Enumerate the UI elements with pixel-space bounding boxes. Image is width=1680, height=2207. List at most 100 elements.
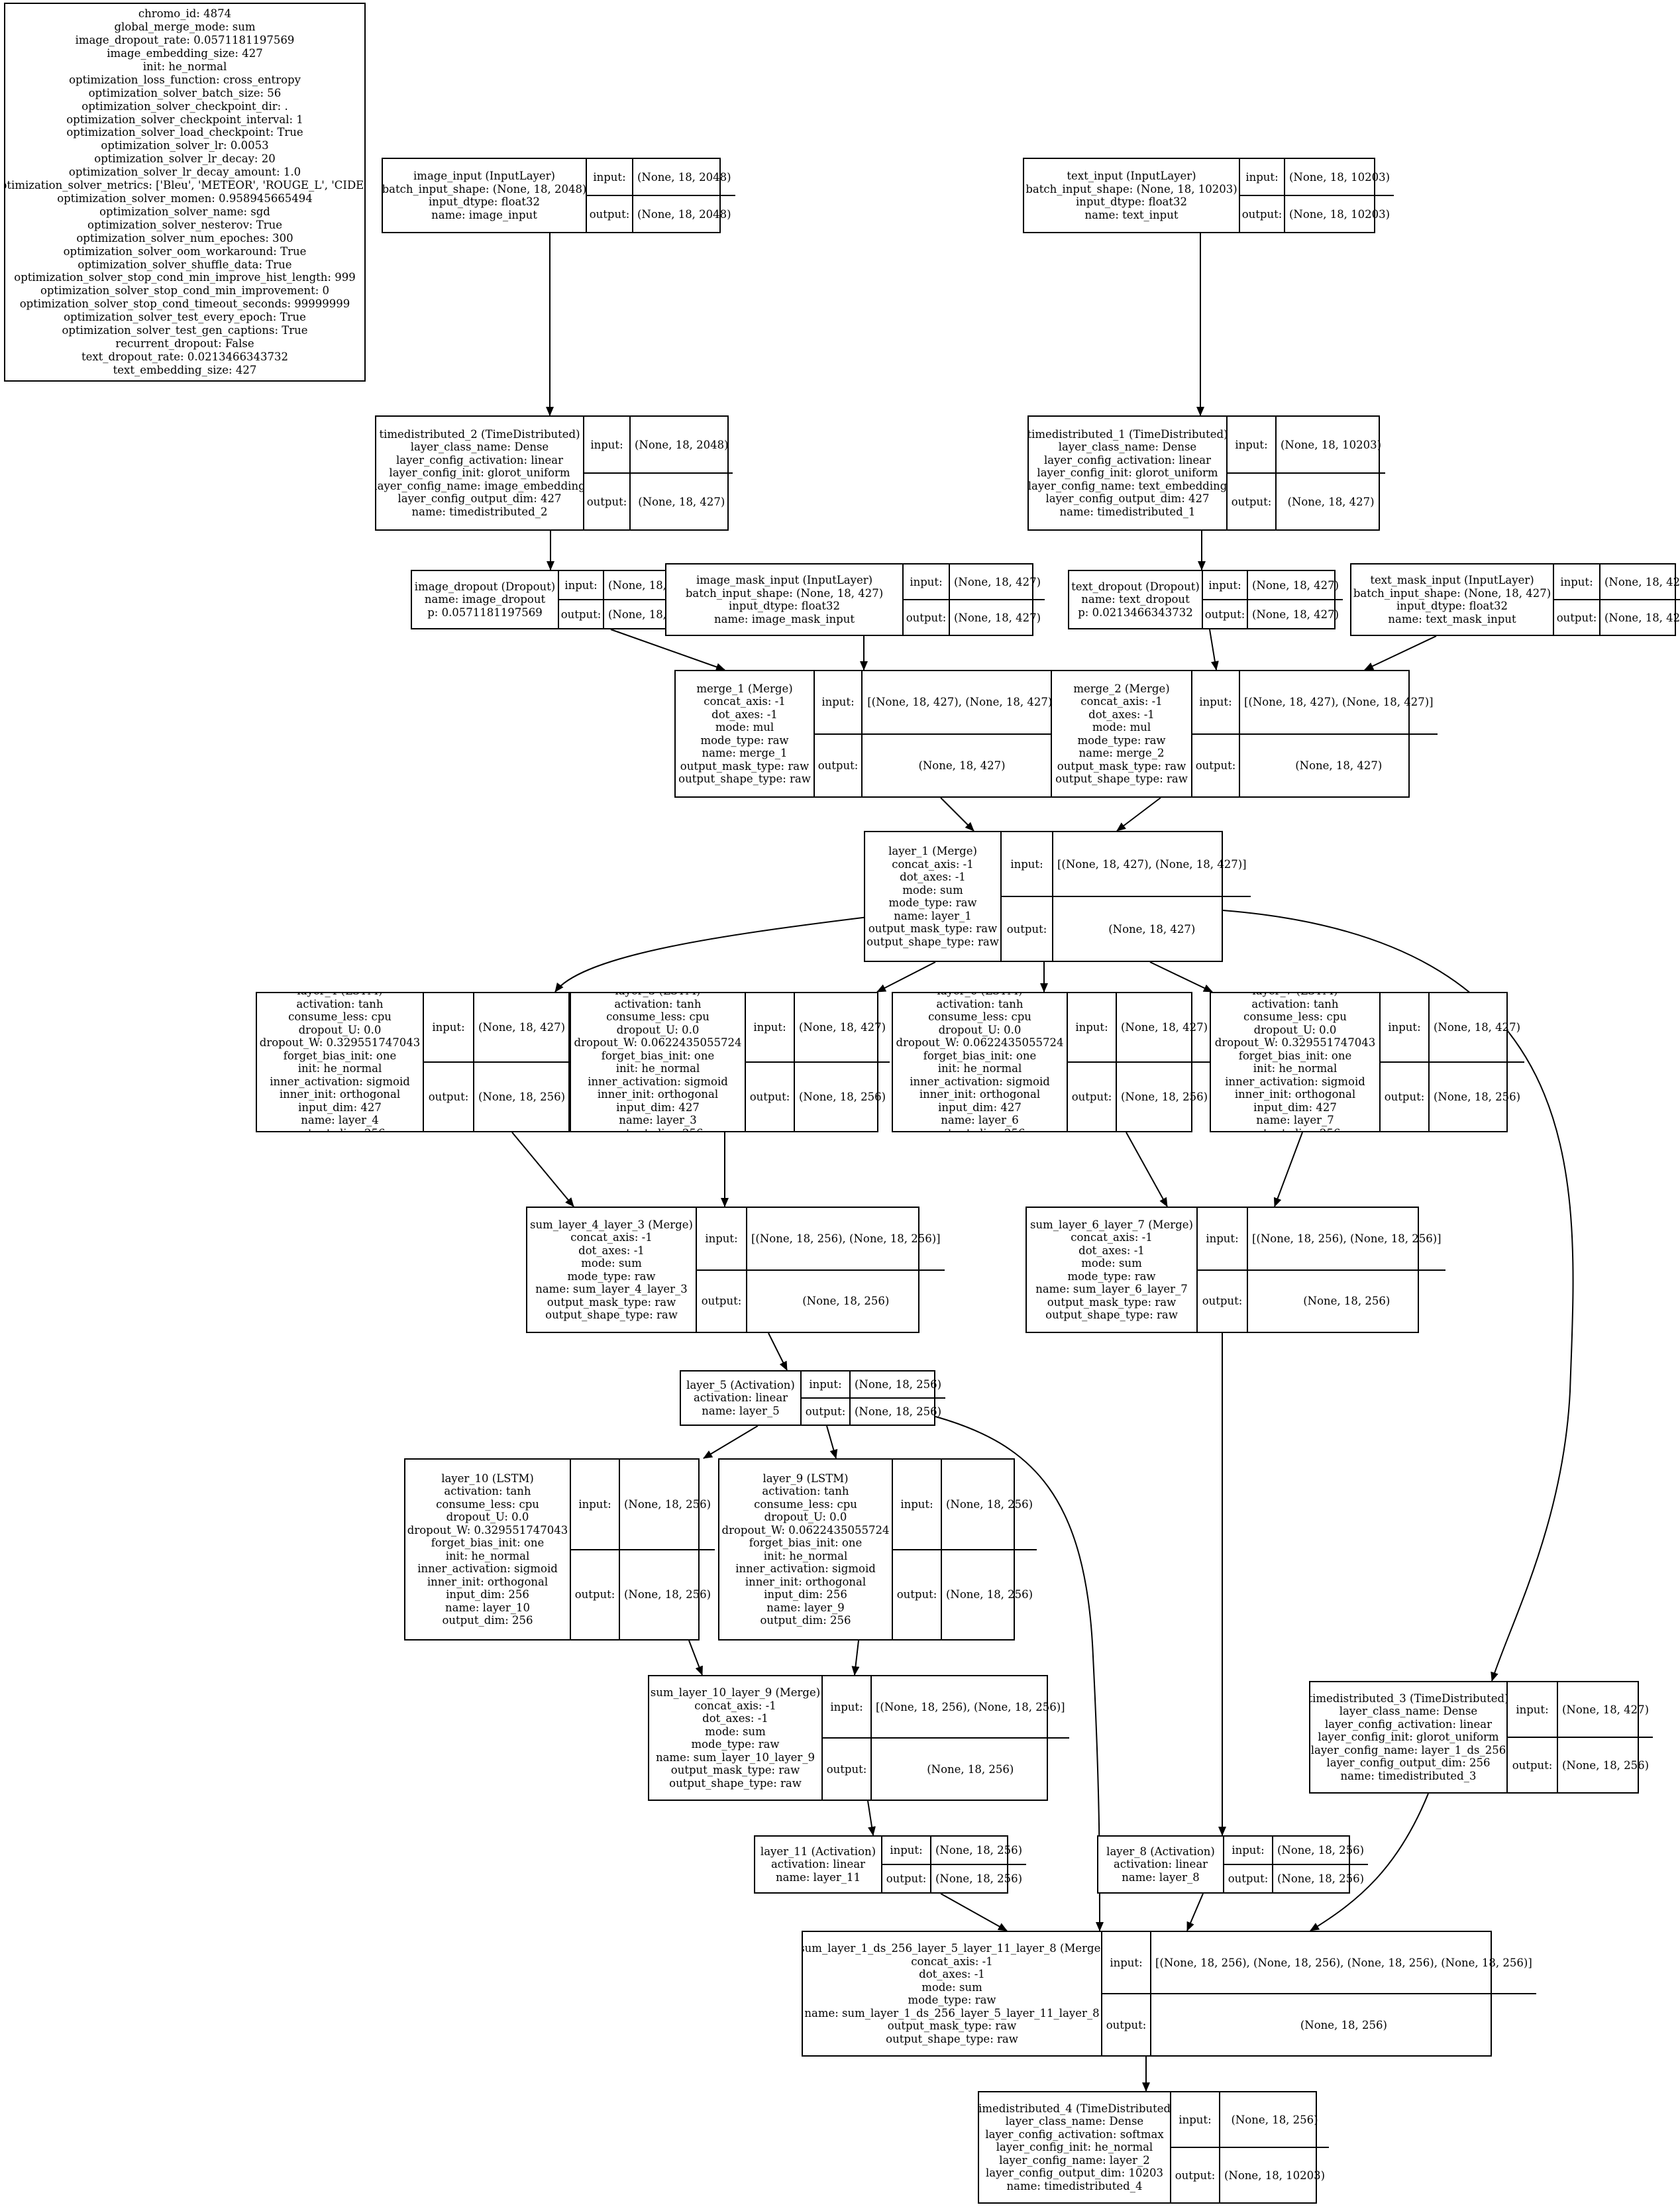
input-port-row: input:(None, 18, 427) <box>1068 993 1212 1061</box>
edge-layer_1-to-layer_4 <box>554 916 868 993</box>
layer-attribute: inner_init: orthogonal <box>597 1088 719 1101</box>
edge-merge_2-to-layer_1 <box>1116 797 1161 832</box>
layer-attribute: concat_axis: -1 <box>1080 695 1163 708</box>
input-port-row: input:(None, 18, 427) <box>746 993 890 1061</box>
layer-attribute: name: sum_layer_10_layer_9 <box>655 1750 815 1764</box>
layer-node-text-mask-input[interactable]: text_mask_input (InputLayer)batch_input_… <box>1350 563 1680 636</box>
layer-node-image-dropout[interactable]: image_dropout (Dropout)name: image_dropo… <box>411 570 700 629</box>
layer-attribute: mode: sum <box>921 1980 982 1994</box>
layer-node-td1[interactable]: timedistributed_1 (TimeDistributed)layer… <box>1027 415 1386 531</box>
input-shape-value: [(None, 18, 427), (None, 18, 427)] <box>1057 857 1247 871</box>
input-port-row: input:[(None, 18, 256), (None, 18, 256)] <box>823 1676 1069 1737</box>
edge-layer_10-to-sum_10_9 <box>688 1640 703 1676</box>
layer-attribute: input_dim: 427 <box>298 1101 382 1114</box>
layer-attribute: dot_axes: -1 <box>919 1968 985 1980</box>
input-port-label: input: <box>571 1460 620 1549</box>
output-port-label: output: <box>1192 734 1240 796</box>
config-line: chromo_id: 4874 <box>138 7 232 21</box>
port-table: input:(None, 18, 256)output:(None, 18, 1… <box>1170 2092 1330 2202</box>
layer-attribute: mode: mul <box>1092 721 1151 733</box>
layer-node-image-mask-input[interactable]: image_mask_input (InputLayer)batch_input… <box>665 563 1045 636</box>
edge-layer_1-to-td3 <box>1222 910 1574 1682</box>
config-line: recurrent_dropout: False <box>115 337 254 350</box>
port-table: input:(None, 18, 10203)output:(None, 18,… <box>1226 417 1386 529</box>
output-shape-value: (None, 18, 427) <box>1287 495 1375 508</box>
layer-node-sum-6-7[interactable]: sum_layer_6_layer_7 (Merge)concat_axis: … <box>1025 1207 1445 1333</box>
layer-attribute: inner_activation: sigmoid <box>417 1562 558 1575</box>
config-line: optimization_solver_lr_decay: 20 <box>94 152 276 166</box>
layer-title: layer_9 (LSTM) <box>762 1472 849 1485</box>
layer-node-td3[interactable]: timedistributed_3 (TimeDistributed)layer… <box>1309 1681 1654 1794</box>
layer-attribute: output_shape_type: raw <box>886 2032 1018 2045</box>
layer-node-final-sum[interactable]: sum_layer_1_ds_256_layer_5_layer_11_laye… <box>802 1931 1536 2057</box>
output-port-label: output: <box>1240 196 1285 232</box>
layer-attribute: name: timedistributed_3 <box>1340 1769 1477 1782</box>
layer-attribute: name: layer_8 <box>1122 1870 1200 1884</box>
input-port-row: input:(None, 18, 427) <box>424 993 569 1061</box>
edge-layer_7-to-sum_6_7 <box>1273 1132 1303 1207</box>
layer-title: sum_layer_6_layer_7 (Merge) <box>1030 1218 1193 1231</box>
layer-title: sum_layer_1_ds_256_layer_5_layer_11_laye… <box>803 1942 1101 1955</box>
input-port-label: input: <box>893 1460 942 1549</box>
layer-attribute: name: layer_6 <box>941 1114 1019 1126</box>
input-port-label: input: <box>584 417 631 472</box>
output-port-label: output: <box>424 1063 474 1131</box>
layer-node-td4[interactable]: timedistributed_4 (TimeDistributed)layer… <box>978 2091 1330 2204</box>
layer-node-layer-6[interactable]: layer_6 (LSTM)activation: tanhconsume_le… <box>892 992 1212 1132</box>
layer-attribute: output_mask_type: raw <box>1047 1295 1177 1309</box>
output-shape-value: (None, 18, 10203) <box>1289 207 1391 221</box>
layer-node-sum-10-9[interactable]: sum_layer_10_layer_9 (Merge)concat_axis:… <box>648 1675 1069 1801</box>
output-port-row: output:(None, 18, 427) <box>584 472 733 529</box>
config-line: optimization_solver_load_checkpoint: Tru… <box>66 126 303 139</box>
config-line: image_embedding_size: 427 <box>107 47 263 60</box>
layer-description: image_dropout (Dropout)name: image_dropo… <box>412 571 558 628</box>
output-port-label: output: <box>746 1063 795 1131</box>
output-shape-value: (None, 18, 256) <box>624 1588 711 1601</box>
output-port-row: output:(None, 18, 427) <box>815 733 1061 796</box>
layer-description: text_mask_input (InputLayer)batch_input_… <box>1351 565 1553 635</box>
output-shape-value: (None, 18, 256) <box>799 1091 886 1103</box>
layer-node-image-input[interactable]: image_input (InputLayer)batch_input_shap… <box>382 158 735 233</box>
layer-attribute: output_shape_type: raw <box>866 935 999 948</box>
layer-description: sum_layer_4_layer_3 (Merge)concat_axis: … <box>527 1208 696 1332</box>
layer-attribute: name: sum_layer_1_ds_256_layer_5_layer_1… <box>804 2006 1100 2019</box>
layer-node-text-dropout[interactable]: text_dropout (Dropout)name: text_dropout… <box>1068 570 1343 629</box>
layer-node-layer-7[interactable]: layer_7 (LSTM)activation: tanhconsume_le… <box>1210 992 1525 1132</box>
output-port-row: output:(None, 18, 256) <box>882 1864 1027 1892</box>
layer-title: layer_8 (Activation) <box>1106 1845 1215 1858</box>
layer-attribute: dropout_W: 0.0622435055724 <box>721 1523 890 1536</box>
layer-attribute: inner_init: orthogonal <box>1234 1088 1356 1101</box>
layer-attribute: name: text_mask_input <box>1388 612 1516 625</box>
input-port-row: input:[(None, 18, 427), (None, 18, 427)] <box>815 671 1061 733</box>
input-shape-value: (None, 18, 2048) <box>635 438 729 451</box>
edge-layer_6-to-sum_6_7 <box>1126 1132 1168 1207</box>
config-line: optimization_solver_lr: 0.0053 <box>101 139 269 152</box>
output-port-label: output: <box>584 474 631 529</box>
layer-attribute: forget_bias_init: one <box>1238 1049 1352 1062</box>
output-port-row: output:(None, 18, 256) <box>697 1269 945 1332</box>
layer-node-layer-3[interactable]: layer_3 (LSTM)activation: tanhconsume_le… <box>570 992 890 1132</box>
layer-node-sum-4-3[interactable]: sum_layer_4_layer_3 (Merge)concat_axis: … <box>526 1207 945 1333</box>
layer-node-text-input[interactable]: text_input (InputLayer)batch_input_shape… <box>1023 158 1394 233</box>
layer-title: layer_6 (LSTM) <box>937 993 1022 998</box>
layer-attribute: dropout_W: 0.0622435055724 <box>574 1036 742 1049</box>
layer-attribute: mode: sum <box>705 1725 766 1738</box>
layer-attribute: concat_axis: -1 <box>694 1699 776 1712</box>
output-port-label: output: <box>1381 1063 1430 1131</box>
layer-node-layer-4[interactable]: layer_4 (LSTM)activation: tanhconsume_le… <box>256 992 570 1132</box>
input-shape-value: (None, 18, 256) <box>855 1378 942 1391</box>
layer-attribute: consume_less: cpu <box>754 1497 857 1511</box>
layer-node-td2[interactable]: timedistributed_2 (TimeDistributed)layer… <box>375 415 733 531</box>
input-port-label: input: <box>882 1837 931 1864</box>
output-port-label: output: <box>1224 1865 1273 1892</box>
